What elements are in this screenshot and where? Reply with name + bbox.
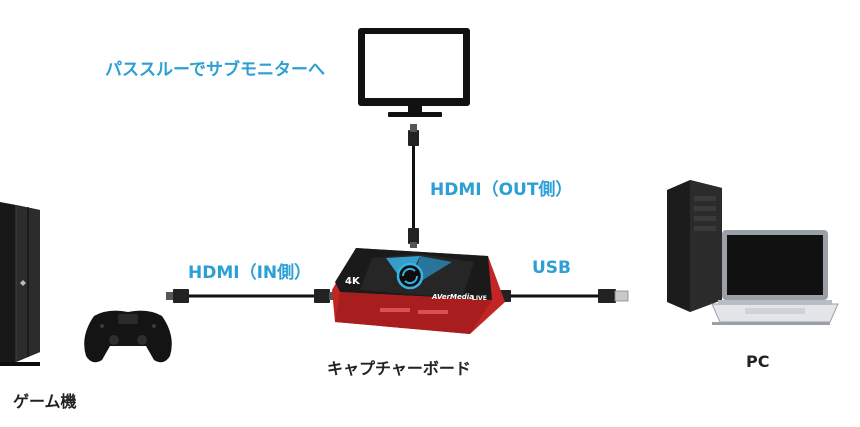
hdmi-in-cable — [166, 289, 337, 303]
usb-label: USB — [532, 258, 572, 278]
game-console-label: ゲーム機 — [13, 392, 77, 411]
hdmi-out-cable — [408, 124, 419, 248]
capture-board-label: キャプチャーボード — [327, 359, 471, 378]
capture-board-icon: 4K AVerMedia LIVE — [332, 248, 505, 334]
game-console-icon — [0, 202, 40, 366]
hdmi-in-label: HDMI（IN側） — [188, 263, 312, 283]
usb-cable — [490, 289, 629, 303]
pc-label: PC — [746, 352, 770, 371]
controller-icon — [84, 310, 172, 363]
capture-brand-mark: AVerMedia — [431, 293, 474, 301]
capture-model-mark: LIVE — [472, 295, 487, 302]
pc-tower-icon — [667, 180, 722, 312]
monitor-icon — [358, 28, 470, 117]
passthrough-label: パススルーでサブモニターへ — [105, 60, 325, 80]
laptop-icon — [711, 230, 839, 325]
hdmi-out-label: HDMI（OUT側） — [430, 180, 573, 200]
capture-4k-mark: 4K — [345, 276, 361, 287]
